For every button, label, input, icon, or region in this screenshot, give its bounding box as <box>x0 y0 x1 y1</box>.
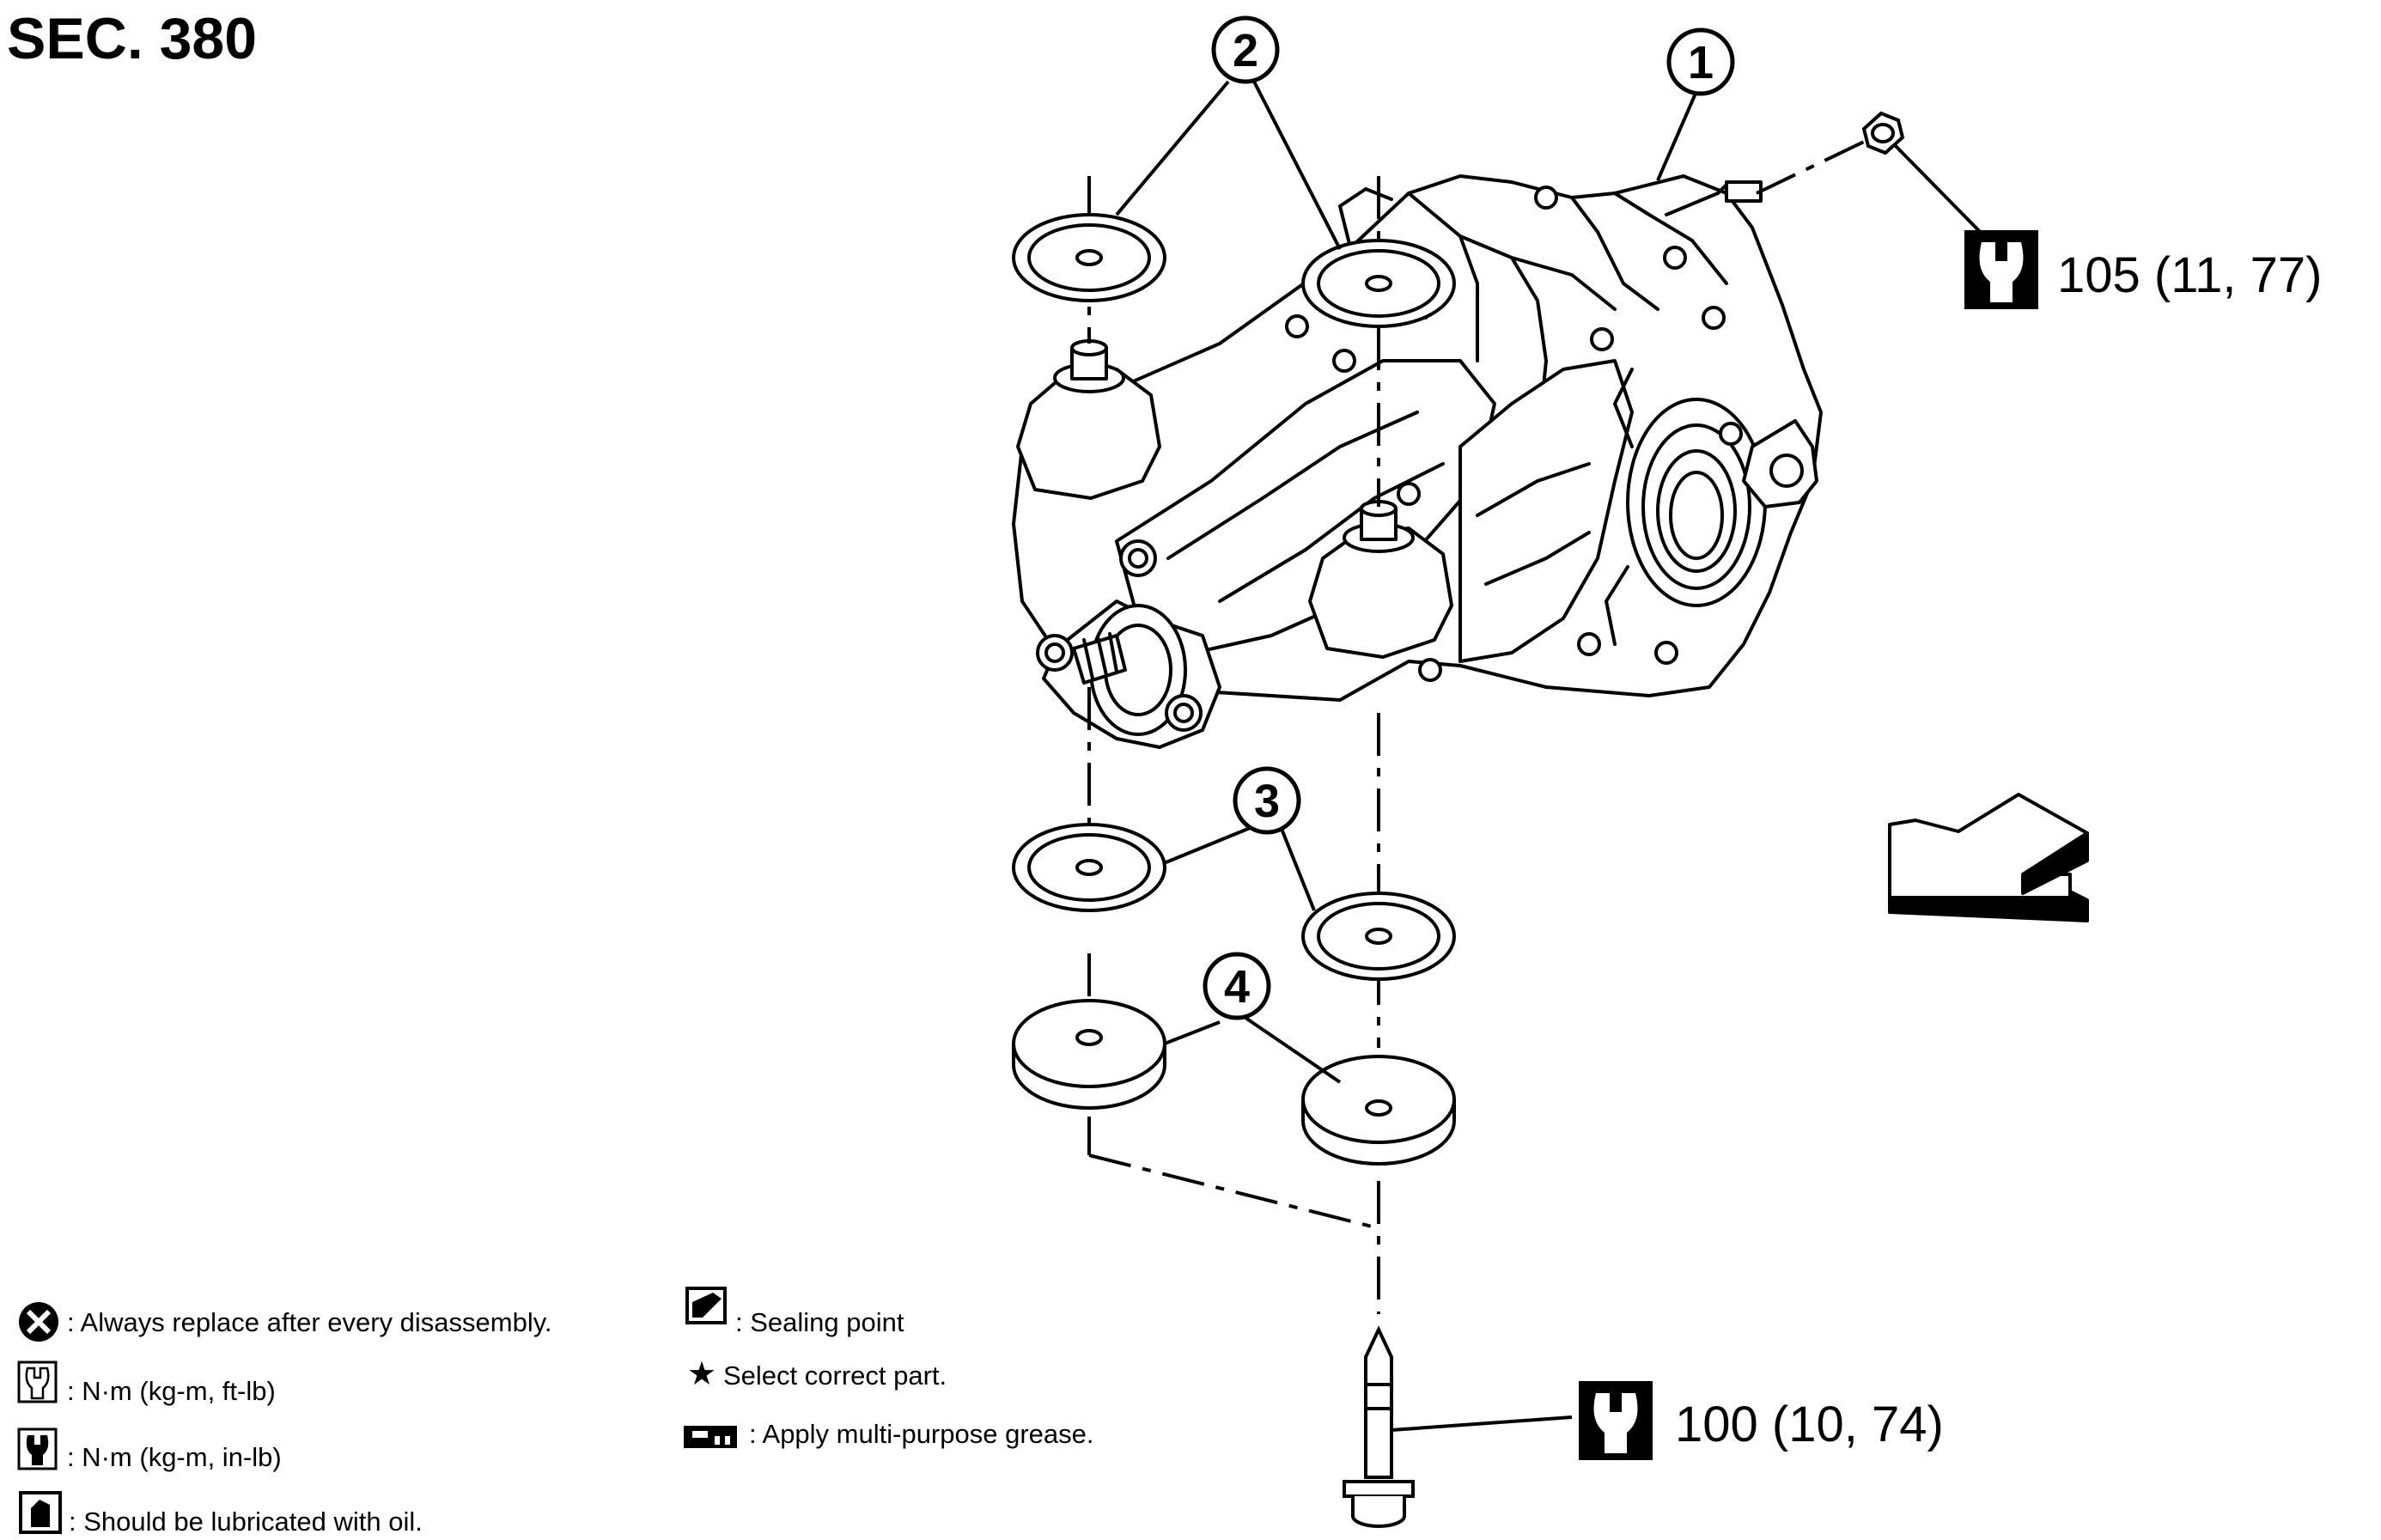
legend: : Always replace after every disassembly… <box>17 1287 1094 1537</box>
mount-bolt <box>1343 1325 1415 1528</box>
svg-text:: Apply multi-purpose grease.: : Apply multi-purpose grease. <box>749 1419 1094 1449</box>
callout-3: 3 <box>1233 766 1301 835</box>
sealing-point-icon <box>685 1287 727 1324</box>
svg-text:1: 1 <box>1688 37 1714 88</box>
always-replace-icon <box>19 1302 58 1342</box>
upper-insulators <box>1012 213 1456 328</box>
oil-can-icon <box>19 1491 62 1534</box>
svg-text:: N·m (kg-m, ft-lb): : N·m (kg-m, ft-lb) <box>67 1376 276 1406</box>
torque-wrench-filled-icon <box>17 1427 58 1470</box>
torque-wrench-icon <box>1579 1381 1653 1460</box>
torque-wrench-icon <box>1964 230 2038 309</box>
star-icon: ★ <box>687 1356 716 1392</box>
svg-text:: Always replace after every d: : Always replace after every disassembly… <box>67 1307 552 1337</box>
svg-text:: Should be lubricated with oi: : Should be lubricated with oil. <box>69 1507 423 1537</box>
svg-text:: Sealing point: : Sealing point <box>735 1307 904 1337</box>
callout-2: 2 <box>1211 15 1280 84</box>
front-arrow-icon <box>1888 793 2089 922</box>
torque-spec-nut: 105 (11, 77) <box>1964 230 2322 309</box>
svg-text:2: 2 <box>1233 25 1258 76</box>
torque-spec-bolt: 100 (10, 74) <box>1579 1381 1944 1460</box>
mount-nut <box>1861 111 1905 155</box>
svg-text:105 (11, 77): 105 (11, 77) <box>2057 247 2322 303</box>
torque-wrench-icon <box>17 1360 58 1403</box>
callout-1: 1 <box>1666 27 1735 96</box>
svg-text:: N·m (kg-m, in-lb): : N·m (kg-m, in-lb) <box>67 1442 282 1472</box>
legend-grease: : Apply multi-purpose grease. <box>684 1419 1094 1449</box>
washers <box>1012 999 1456 1166</box>
legend-lubricate-oil: : Should be lubricated with oil. <box>19 1491 423 1537</box>
leader-lines <box>1115 80 1994 1432</box>
grease-icon <box>684 1426 737 1448</box>
svg-text:4: 4 <box>1224 961 1250 1013</box>
legend-sealing-point: : Sealing point <box>685 1287 904 1337</box>
svg-text:100 (10, 74): 100 (10, 74) <box>1675 1397 1944 1452</box>
svg-text:3: 3 <box>1254 776 1280 827</box>
legend-select-part: ★ Select correct part. <box>687 1356 947 1392</box>
legend-always-replace: : Always replace after every disassembly… <box>19 1302 552 1342</box>
svg-text:Select correct part.: Select correct part. <box>723 1360 947 1391</box>
legend-nm-in-lb: : N·m (kg-m, in-lb) <box>17 1427 282 1472</box>
legend-nm-ft-lb: : N·m (kg-m, ft-lb) <box>17 1360 276 1406</box>
callout-4: 4 <box>1203 952 1271 1020</box>
section-title: SEC. 380 <box>7 6 257 71</box>
lower-insulators <box>1012 823 1456 981</box>
